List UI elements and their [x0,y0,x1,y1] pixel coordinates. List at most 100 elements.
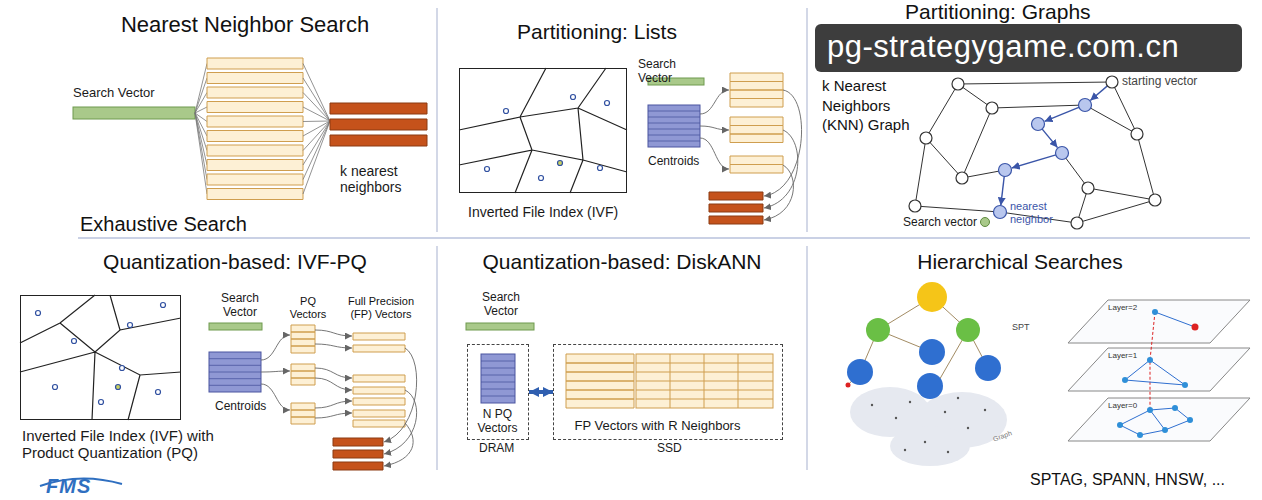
nearest-vertex: nearest neighbor [1010,200,1066,232]
tree-root [917,282,947,312]
vector-bar [73,107,195,119]
node-text: Centroids [215,400,269,414]
list-pointer [700,138,729,169]
search-vector: Search Vector [212,292,268,322]
layer-point [1152,309,1158,315]
centroid-dot [598,166,603,171]
voronoi-cells [20,295,181,420]
graph-vertex [986,102,998,114]
panel-heading: Partitioning: Lists [497,20,697,44]
centroid-dots [485,95,610,181]
layer-point [1122,377,1128,383]
query-point [1192,324,1199,331]
ivf-partition-box: Inverted File Index (IVF) [459,68,627,193]
centroid-dot [571,95,576,100]
layer-point [1172,405,1178,411]
pq-rows [481,361,515,396]
visited-vertex [1032,118,1045,131]
node-text: DRAM [479,442,539,456]
graph-vertex [1149,194,1161,206]
centroid-dot [120,366,125,371]
panel-divider [78,237,1250,239]
centroid-dot [53,385,58,390]
list-pointer [384,390,417,454]
vector-bar [466,323,534,330]
centroid-dot [156,390,161,395]
graph-vertex [1106,76,1118,88]
pq-vector-stack: N PQ Vectors [474,352,522,436]
tree-node [866,318,890,342]
cluster-area [890,426,970,466]
layer-label: Layer=2 [1108,303,1152,312]
data-point [967,427,969,429]
search-step [1045,107,1080,121]
vector-bar [209,323,262,330]
inverted-lists [730,73,783,173]
list-pointer [764,130,798,208]
list-pointer [384,423,413,466]
search-path [1001,86,1108,205]
node-text: N PQ Vectors [474,408,522,436]
list-pointer [315,344,352,348]
tree-leaf [919,339,945,365]
panel-heading: Quantization-based: IVF-PQ [40,250,430,274]
visited-vertex [999,164,1012,177]
search-step [1001,176,1005,206]
list-pointers [700,90,802,220]
tree-leaf [917,373,943,399]
centroid-dot [128,323,133,328]
centroid-dot [36,311,41,316]
layer-point [1182,382,1188,388]
panel-heading: Hierarchical Searches [830,250,1210,274]
layer-label: Layer=1 [1108,351,1152,360]
list-pointer [764,90,802,196]
layer-label: Layer=0 [1108,401,1152,410]
column-heading: PQ Vectors [285,295,331,320]
neighbor-grid-lines [636,354,773,408]
centroid-dot [485,167,490,172]
panel-heading: Nearest Neighbor Search [100,12,390,37]
ivf-pq-partition-box: Inverted File Index (IVF) with Product Q… [20,295,181,420]
graph-vertices [909,76,1161,229]
centroid-stack [209,352,261,392]
graph-label: Graph [992,424,1027,443]
layer-planes [1068,300,1250,441]
layer-points [1117,309,1193,438]
list-pointer [700,126,729,130]
centroid-dots [36,303,166,405]
method-list: SPTAG, SPANN, HNSW, ... [1030,471,1250,489]
layer-links [1120,312,1195,435]
data-point [984,409,986,411]
node-text: Search Vector [470,291,532,319]
search-step [1090,86,1107,101]
list-pointer [315,378,352,390]
data-point [895,417,897,419]
watermark: pg-strategygame.com.cn [815,24,1242,72]
panel-caption: Exhaustive Search [80,213,280,236]
layer-point [1147,407,1153,413]
node-text: nearest neighbor [1010,200,1066,225]
query-point [981,218,990,227]
search-step [1012,155,1056,168]
search-vector: Search Vector [73,86,195,119]
graph-vertex [920,132,932,144]
search-step [1042,129,1058,148]
data-point [944,411,946,413]
query-vertex: Search vector [903,216,983,232]
panel-heading: Quantization-based: DiskANN [437,250,807,274]
data-point [909,401,911,403]
list-pointer [315,401,352,408]
dram-box: DRAMN PQ Vectors [467,344,529,440]
node-text: Inverted File Index (IVF) with Product Q… [22,427,257,462]
tree-leaf [847,359,873,385]
query-point [846,383,851,388]
list-pointers [261,330,417,466]
graph-vertex [952,78,964,90]
list-pointer [261,371,290,372]
node-text: starting vector [1122,75,1217,89]
layer-point [1162,427,1168,433]
panel-divider [437,8,807,470]
start-vertex: starting vector [1122,75,1217,91]
fp-vector-table: FP Vectors with R Neighbors [563,350,778,434]
